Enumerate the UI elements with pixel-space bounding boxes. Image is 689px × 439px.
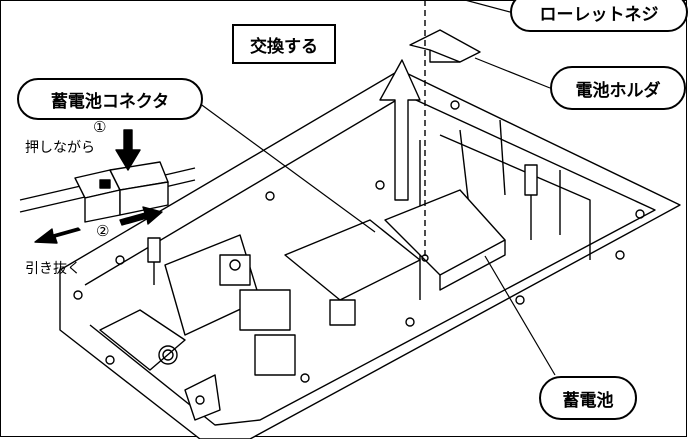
leader-battery	[484, 255, 556, 376]
push-down-arrow	[115, 129, 141, 171]
battery-holder-bracket	[409, 29, 481, 63]
pull-right-arrow	[119, 206, 163, 226]
callout-battery-holder: 電池ホルダ	[550, 66, 686, 110]
replace-label-box: 交換する	[232, 24, 336, 64]
callout-battery-connector: 蓄電池コネクタ	[17, 78, 203, 120]
leader-knurled-screw	[464, 0, 511, 13]
leader-connector	[194, 99, 376, 233]
step1-text: 押しながら	[25, 140, 95, 156]
circuit-board	[284, 219, 421, 301]
connector-plug-illustration	[19, 161, 196, 223]
lift-arrow	[379, 59, 421, 201]
callout-battery: 蓄電池	[539, 376, 637, 420]
rim-screw-holes	[73, 100, 645, 383]
step1-number: ①	[93, 118, 107, 136]
leader-holder	[474, 57, 551, 89]
step2-number: ②	[96, 222, 110, 240]
pull-left-arrow	[34, 227, 81, 244]
callout-knurled-screw: ローレットネジ	[510, 0, 688, 32]
step2-text: 引き抜く	[25, 261, 81, 277]
